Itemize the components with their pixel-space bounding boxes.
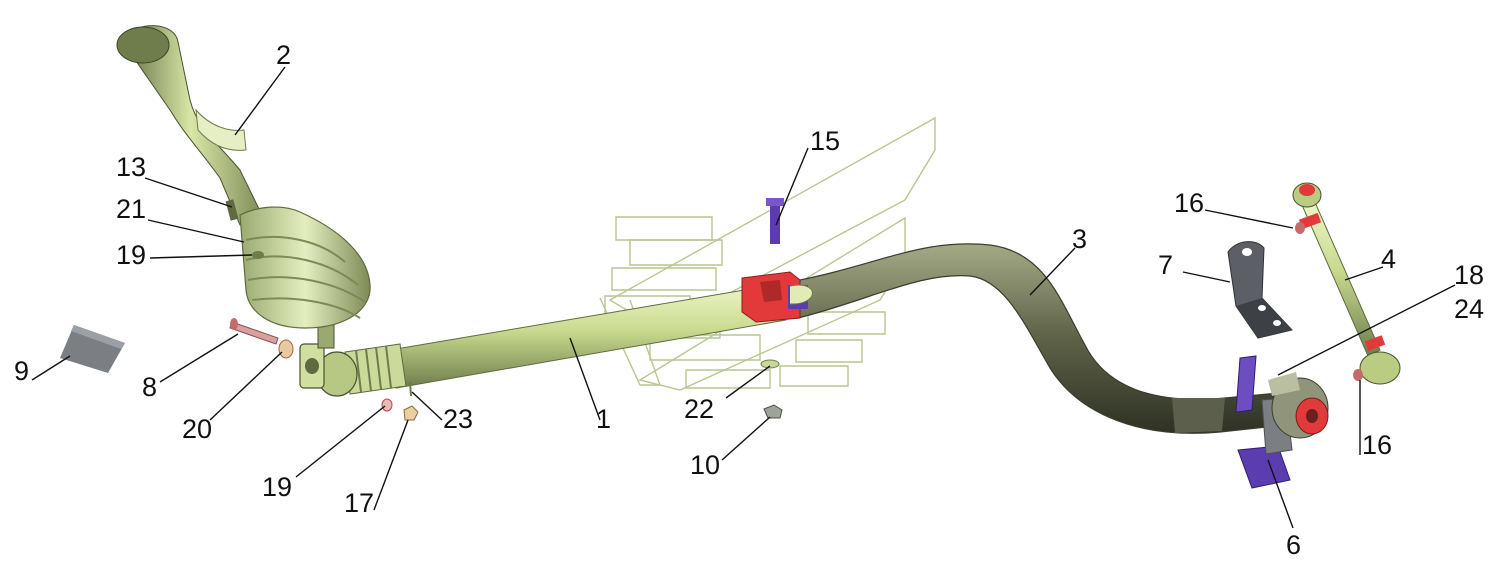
- washer-part-19: [381, 398, 393, 412]
- callout-22: 22: [684, 394, 714, 424]
- curved-bar-part-3: [789, 243, 1295, 434]
- callout-23: 23: [443, 404, 473, 434]
- callout-6: 6: [1286, 530, 1301, 560]
- link-rod-part-4: [1292, 182, 1401, 385]
- bolt-part-15: [766, 198, 784, 244]
- plate-part-9: [60, 325, 125, 373]
- callout-7: 7: [1158, 250, 1173, 280]
- bracket-part-7: [1227, 241, 1293, 339]
- callout-16-bottom: 16: [1362, 430, 1392, 460]
- callout-8: 8: [142, 372, 157, 402]
- washer-part-20: [278, 339, 294, 359]
- rod-end-joint: [299, 321, 358, 397]
- callout-19-top: 19: [116, 240, 146, 270]
- callout-1: 1: [596, 404, 611, 434]
- pin-part-23: [409, 381, 412, 397]
- washer-part-22: [760, 359, 780, 369]
- callout-13: 13: [116, 152, 146, 182]
- callout-16-top: 16: [1174, 188, 1204, 218]
- shift-rod-part-1: [299, 283, 787, 397]
- callout-21: 21: [116, 194, 146, 224]
- callout-10: 10: [690, 450, 720, 480]
- callout-24: 24: [1454, 294, 1484, 324]
- callout-19-bottom: 19: [262, 472, 292, 502]
- leader-lines: [31, 66, 1456, 529]
- callout-18: 18: [1454, 260, 1484, 290]
- callout-20: 20: [182, 414, 212, 444]
- callout-9: 9: [14, 356, 29, 386]
- bushing-part-18: [1268, 372, 1329, 439]
- bracket-ghost-outline: [599, 116, 936, 391]
- rubber-boot: [239, 206, 371, 329]
- callout-17: 17: [344, 488, 374, 518]
- clamp-assembly: [741, 271, 813, 323]
- callout-15: 15: [810, 126, 840, 156]
- callout-labels: 2 13 21 19 9 8 20 19 17 23 1 22 10 15 3 …: [14, 40, 1484, 560]
- callout-3: 3: [1072, 224, 1087, 254]
- shift-lever-part-2: [116, 25, 371, 329]
- bellows: [344, 343, 407, 395]
- nut-part-10: [763, 404, 783, 419]
- callout-2: 2: [276, 40, 291, 70]
- nut-part-17: [403, 405, 419, 421]
- callout-4: 4: [1381, 244, 1396, 274]
- bolt-part-8: [229, 318, 279, 345]
